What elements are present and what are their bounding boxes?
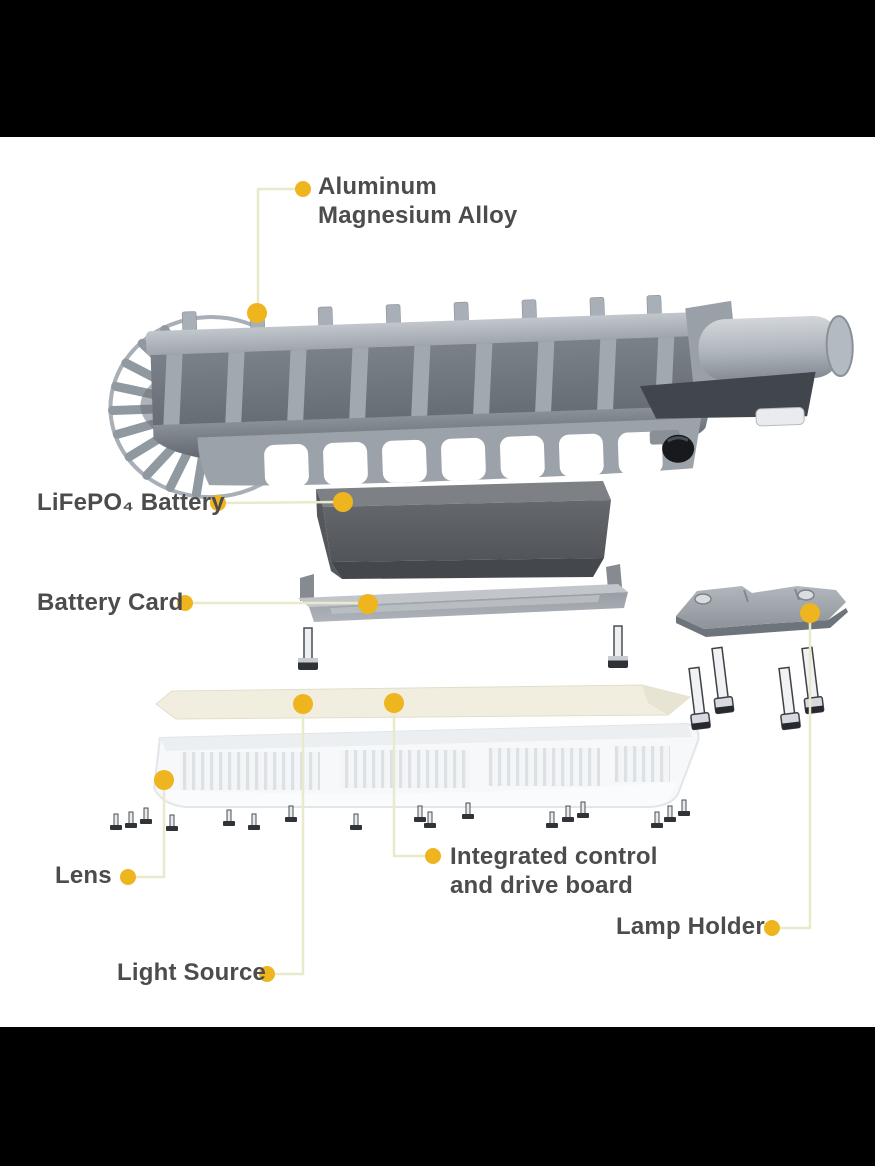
- lamp-holder-plate: [676, 586, 848, 637]
- callout-dot: [384, 693, 404, 713]
- label-aluminum-magnesium-alloy: Aluminum Magnesium Alloy: [318, 173, 518, 229]
- callout-dots: [120, 181, 820, 982]
- callout-lines: [128, 187, 812, 976]
- battery-card-bracket: [298, 564, 628, 622]
- letterbox-bottom: [0, 1027, 875, 1166]
- callout-dot: [295, 181, 311, 197]
- callout-dot: [210, 495, 226, 511]
- housing-top-rail: [145, 311, 713, 357]
- fixing-screws: [110, 799, 690, 831]
- callout-dot: [293, 694, 313, 714]
- callout-line-battery: [217, 500, 339, 505]
- callout-dot: [425, 848, 441, 864]
- label-lifepo4-battery: LiFePO₄ Battery: [37, 489, 225, 516]
- callout-dot: [358, 594, 378, 614]
- callout-dot: [177, 595, 193, 611]
- finned-housing: [107, 295, 854, 500]
- callout-line-light-source: [267, 708, 305, 976]
- callout-line-lens: [128, 784, 166, 879]
- label-lens: Lens: [55, 862, 112, 889]
- callout-line-lamp-holder: [772, 617, 812, 930]
- card-screws: [298, 625, 628, 670]
- callout-dot: [154, 770, 174, 790]
- lens-tray: [152, 722, 700, 808]
- callout-dot: [259, 966, 275, 982]
- callout-dot: [247, 303, 267, 323]
- sensor-knob: [662, 434, 695, 463]
- label-integrated-board: Integrated control and drive board: [450, 843, 658, 899]
- callout-dot: [764, 920, 780, 936]
- callout-dot: [333, 492, 353, 512]
- battery-pack: [316, 481, 611, 579]
- callout-line-aluminum: [256, 187, 303, 308]
- callout-dot: [120, 869, 136, 885]
- callout-line-integrated: [392, 707, 433, 858]
- housing-fins: [163, 336, 675, 429]
- label-lamp-holder: Lamp Holder: [616, 913, 765, 940]
- housing-arch-band: [197, 417, 702, 487]
- light-source-board: [155, 684, 692, 720]
- mount-arm: [639, 300, 854, 463]
- letterbox-top: [0, 0, 875, 137]
- label-battery-card: Battery Card: [37, 589, 184, 616]
- label-light-source: Light Source: [117, 959, 267, 986]
- callout-dot: [800, 603, 820, 623]
- mounting-bolts: [688, 646, 825, 731]
